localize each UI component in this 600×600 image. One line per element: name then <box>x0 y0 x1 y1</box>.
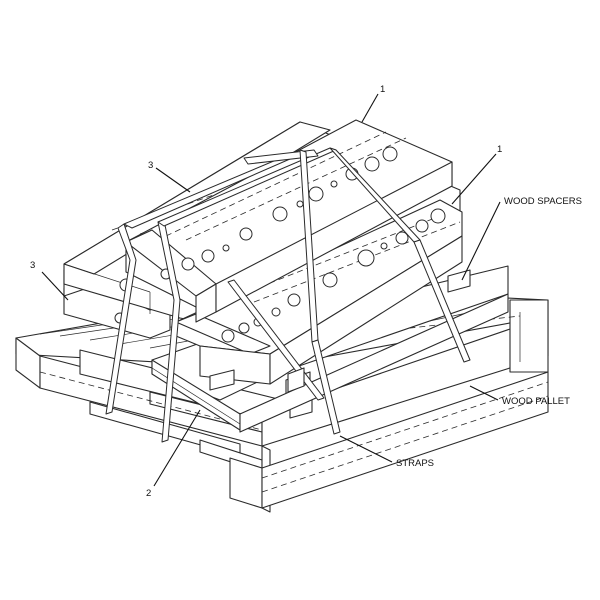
leader-part-1-right <box>451 153 497 205</box>
leader-wood-spacers <box>461 201 501 281</box>
leader-wood-pallet <box>469 385 499 401</box>
callout-labels: 1 1 3 3 2 WOOD SPACERS WOOD PALLET STRAP… <box>30 84 582 499</box>
callout-wood-spacers: WOOD SPACERS <box>504 196 582 207</box>
wood-spacer-block <box>209 369 235 391</box>
callout-part-2: 2 <box>146 488 151 499</box>
leader-part-3-upper <box>155 167 191 193</box>
pallet-rear-block <box>509 299 549 373</box>
callout-part-1-right: 1 <box>497 144 502 155</box>
wood-spacer-block <box>287 367 305 393</box>
leader-straps <box>339 435 393 463</box>
leader-part-3-lower <box>41 271 69 301</box>
straps <box>105 147 471 443</box>
leader-part-2 <box>153 409 201 487</box>
callout-wood-pallet: WOOD PALLET <box>502 396 570 407</box>
callout-straps: STRAPS <box>396 458 434 469</box>
leader-lines <box>41 93 501 487</box>
callout-part-1-top: 1 <box>380 84 385 95</box>
callout-part-3-lower: 3 <box>30 260 35 271</box>
leader-part-1-top <box>361 93 379 123</box>
callout-part-3-upper: 3 <box>148 160 153 171</box>
